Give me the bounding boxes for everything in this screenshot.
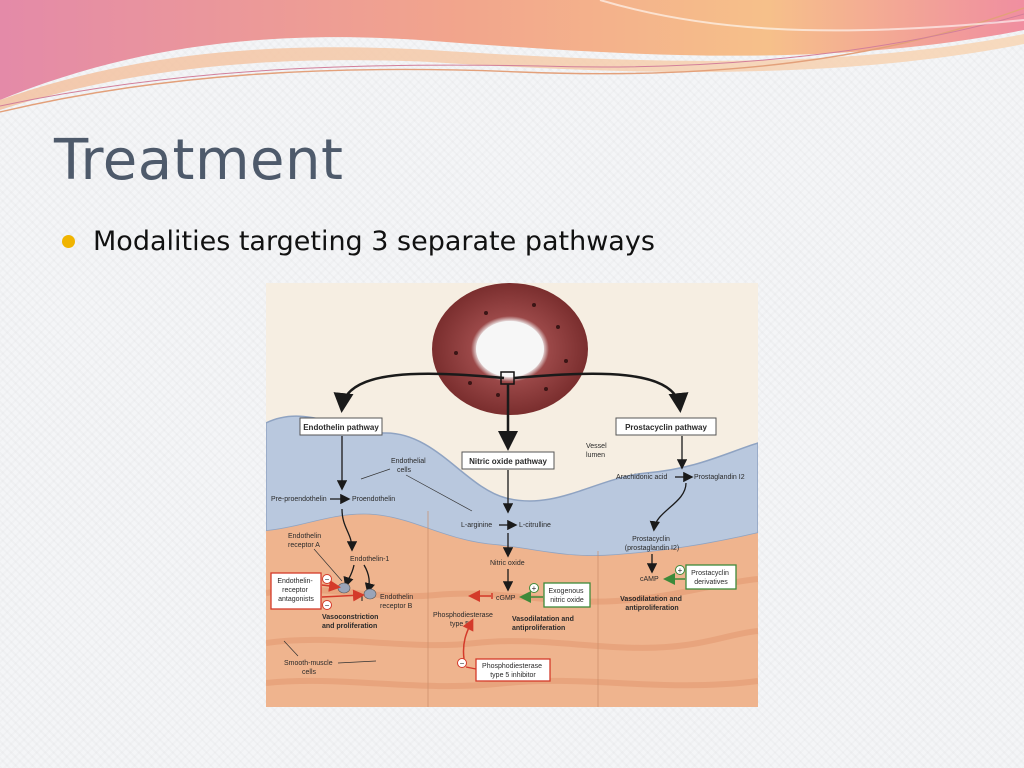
bullet-item: Modalities targeting 3 separate pathways xyxy=(62,226,655,257)
smooth-muscle-cells-label: Smooth-muscle cells xyxy=(284,660,335,676)
nitric-oxide-pathway-label: Nitric oxide pathway xyxy=(469,457,547,466)
arachidonic-acid-label: Arachidonic acid xyxy=(616,474,667,481)
bullet-text: Modalities targeting 3 separate pathways xyxy=(93,226,655,257)
prostaglandin-i2-label: Prostaglandin I2 xyxy=(694,474,745,481)
l-arginine-label: L-arginine xyxy=(461,522,492,529)
receptor-a-shape xyxy=(337,582,351,594)
prostacyclin-derivatives-box xyxy=(685,564,737,590)
svg-text:−: − xyxy=(325,575,330,584)
exogenous-nitric-oxide-box xyxy=(543,582,591,608)
vasodilatation-pc-label: Vasodilatation and antiproliferation xyxy=(620,596,684,612)
endothelin-pathway-box xyxy=(299,417,383,436)
pathway-diagram: Endothelin pathway Nitric oxide pathway … xyxy=(266,283,758,707)
plus-sign-icon xyxy=(529,583,539,593)
phosphodiesterase-label: Phosphodiesterase type 5 xyxy=(433,612,495,628)
phosphodiesterase-type-5-inhibitor-label: Phosphodiesterase type 5 inhibitor xyxy=(482,663,544,679)
prostacyclin-pathway-label: Prostacyclin pathway xyxy=(625,423,707,432)
svg-text:−: − xyxy=(325,601,330,610)
nitric-oxide-pathway-box xyxy=(461,451,555,470)
smooth-muscle-layer xyxy=(266,514,758,707)
vessel-lumen-label: Vessel lumen xyxy=(586,443,609,459)
endothelin-receptor-antagonists-box xyxy=(270,572,322,610)
phosphodiesterase-type-5-inhibitor-box xyxy=(475,658,551,682)
vasodilatation-no-label: Vasodilatation and antiproliferation xyxy=(512,616,576,632)
exogenous-nitric-oxide-label: Exogenous nitric oxide xyxy=(549,588,586,604)
prostacyclin-label: Prostacyclin (prostaglandin I2) xyxy=(625,536,679,552)
l-citrulline-label: L-citrulline xyxy=(519,522,551,529)
endothelin-1-label: Endothelin-1 xyxy=(350,556,389,563)
plus-sign-icon xyxy=(675,565,685,575)
endothelin-receptor-antagonists-label: Endothelin- receptor antagonists xyxy=(277,578,314,603)
cgmp-label: cGMP xyxy=(496,595,516,602)
vasoconstriction-label: Vasoconstriction and proliferation xyxy=(322,614,380,630)
svg-text:−: − xyxy=(460,659,465,668)
pre-proendothelin-label: Pre-proendothelin xyxy=(271,496,327,503)
endothelial-cells-label: Endothelial cells xyxy=(391,458,428,474)
pathway-svg: Endothelin pathway Nitric oxide pathway … xyxy=(266,283,758,707)
decorative-banner xyxy=(0,0,1024,113)
camp-label: cAMP xyxy=(640,576,659,583)
endothelin-pathway-label: Endothelin pathway xyxy=(303,423,379,432)
nitric-oxide-label: Nitric oxide xyxy=(490,560,525,567)
minus-sign-icon xyxy=(457,658,467,668)
minus-sign-icon xyxy=(322,574,332,584)
proendothelin-label: Proendothelin xyxy=(352,496,395,503)
receptor-b-shape xyxy=(363,588,377,600)
svg-text:+: + xyxy=(678,566,683,575)
endothelin-receptor-a-label: Endothelin receptor A xyxy=(288,533,323,549)
endothelin-receptor-b-label: Endothelin receptor B xyxy=(380,594,415,610)
prostacyclin-derivatives-label: Prostacyclin derivatives xyxy=(691,570,731,586)
vessel-cross-section xyxy=(432,283,588,415)
svg-text:+: + xyxy=(532,584,537,593)
prostacyclin-pathway-box xyxy=(615,417,717,436)
slide-title: Treatment xyxy=(54,128,344,193)
bullet-dot xyxy=(62,235,75,248)
minus-sign-icon xyxy=(322,600,332,610)
